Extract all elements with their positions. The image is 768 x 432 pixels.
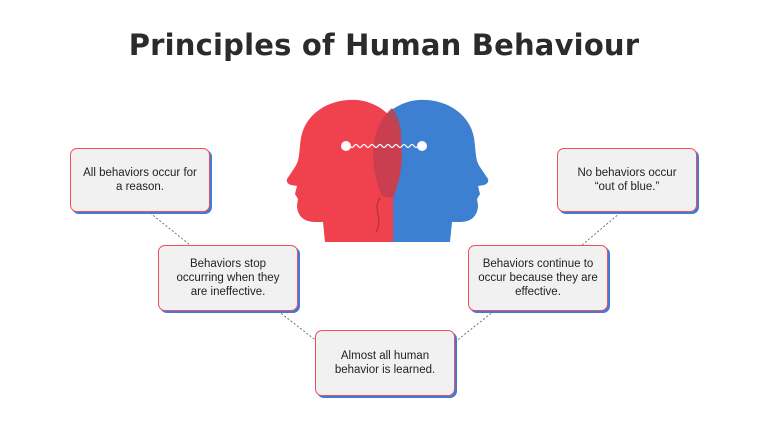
red-head-icon (286, 99, 402, 243)
principle-box-5: No behaviors occur “out of blue.” (557, 148, 697, 212)
principle-box-2: Behaviors stop occurring when they are i… (158, 245, 298, 311)
overlap-region (373, 108, 402, 198)
connector-4-5 (581, 212, 621, 246)
hair-strand-icon (375, 197, 381, 233)
connector-2-3 (277, 310, 319, 343)
mind-dot-right (417, 141, 427, 151)
principle-box-3: Almost all human behavior is learned. (315, 330, 455, 396)
blue-head-icon (373, 99, 489, 243)
mind-dot-left (341, 141, 351, 151)
wave-line (345, 143, 427, 149)
principle-box-4: Behaviors continue to occur because they… (468, 245, 608, 311)
connector-1-2 (149, 212, 191, 246)
page-title: Principles of Human Behaviour (128, 28, 640, 62)
principle-box-1: All behaviors occur for a reason. (70, 148, 210, 212)
connector-3-4 (454, 310, 495, 343)
